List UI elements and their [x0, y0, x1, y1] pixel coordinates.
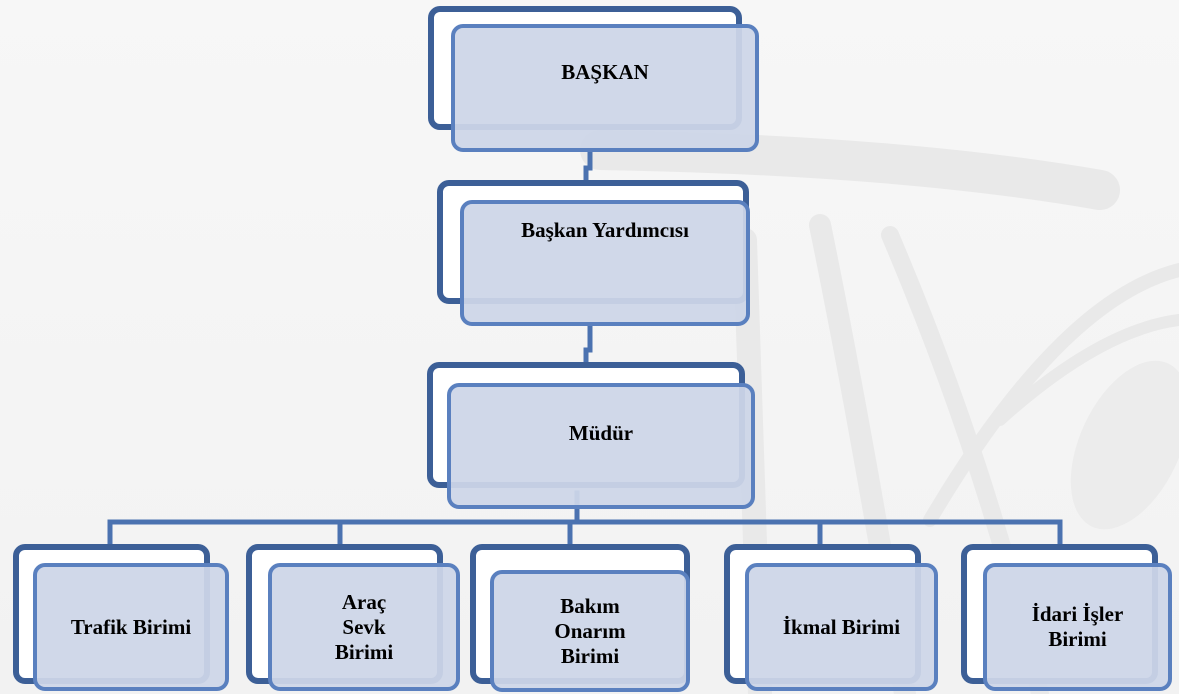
- connector-yardimci-to-mudur: [583, 322, 593, 365]
- node-baskan-yardimcisi-label: Başkan Yardımcısı: [521, 218, 689, 242]
- connector-baskan-to-yardimci: [583, 149, 593, 185]
- node-baskan-label: BAŞKAN: [561, 60, 649, 84]
- node-idari-isler-birimi-label: İdari İşler Birimi: [1031, 602, 1124, 651]
- node-mudur-label: Müdür: [568, 421, 634, 445]
- node-trafik-birimi-label: Trafik Birimi: [70, 614, 192, 639]
- node-bakim-onarim-birimi-label: Bakım Onarım Birimi: [554, 593, 626, 668]
- node-ikmal-birimi-label: İkmal Birimi: [782, 614, 901, 639]
- node-arac-sevk-birimi-label: Araç Sevk Birimi: [334, 589, 394, 664]
